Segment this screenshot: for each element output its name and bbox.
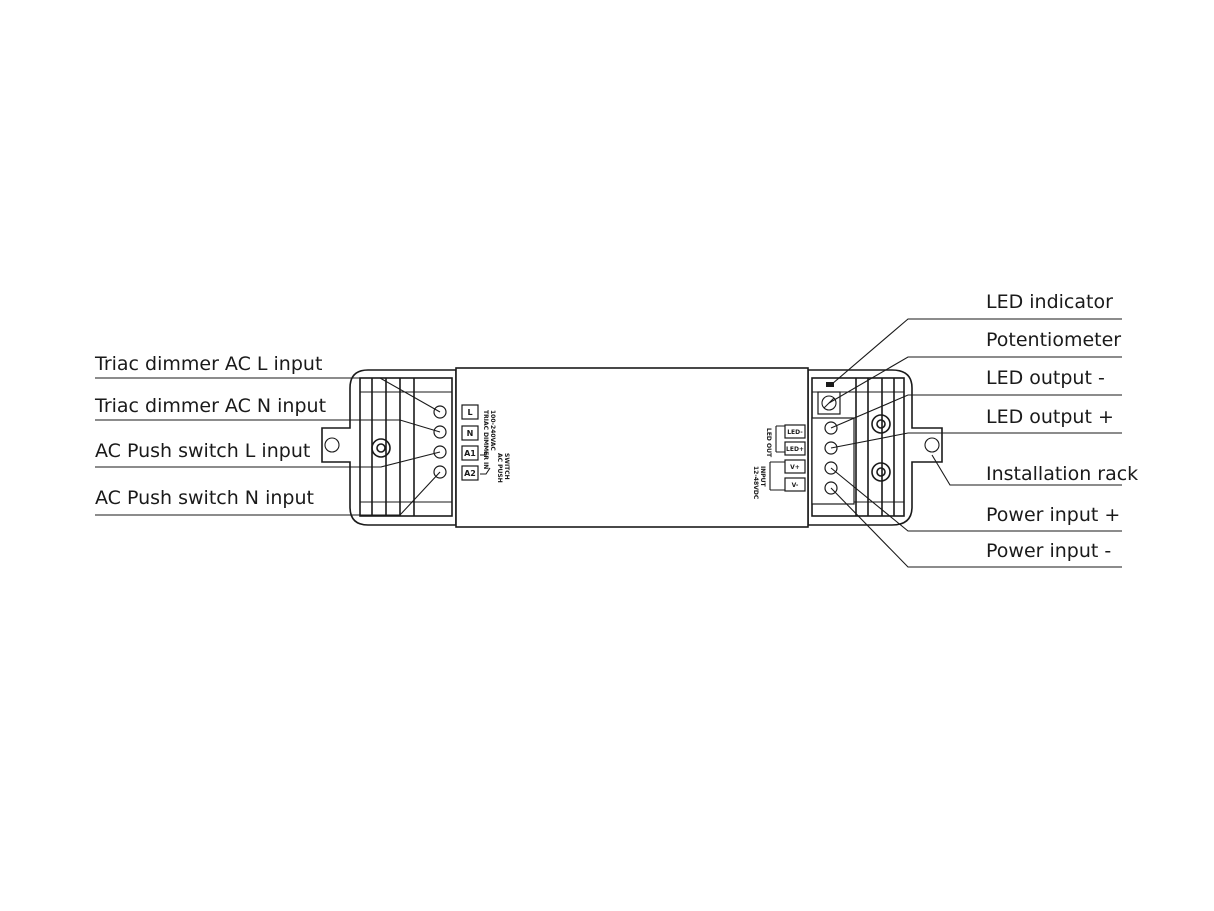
- label-ac-push: AC PUSH: [496, 453, 503, 483]
- callout-triac-l-input: Triac dimmer AC L input: [94, 353, 322, 375]
- right-rack-screw-bottom: [871, 462, 891, 482]
- callout-power-input-minus: Power input -: [986, 540, 1111, 562]
- label-l: L: [467, 408, 472, 417]
- label-100-240vac: 100-240VAC: [489, 410, 496, 451]
- device-housing: L N A1 A2 TRIAC DIMMER IN 100-240VAC AC …: [321, 367, 943, 528]
- callout-led-indicator: LED indicator: [986, 291, 1113, 313]
- label-v-plus: V+: [790, 464, 800, 471]
- right-leader-lines: [828, 318, 1122, 568]
- callout-installation-rack: Installation rack: [986, 463, 1138, 485]
- callout-push-switch-n-input: AC Push switch N input: [95, 487, 314, 509]
- callout-potentiometer: Potentiometer: [986, 329, 1121, 351]
- left-leader-lines: [95, 377, 441, 516]
- label-switch: SWITCH: [503, 453, 510, 480]
- left-rack-screw: [371, 438, 391, 458]
- label-led-minus: LED-: [787, 429, 803, 436]
- label-12-48vdc: 12-48VDC: [752, 466, 759, 500]
- label-a1: A1: [464, 449, 476, 458]
- led-indicator: [826, 382, 834, 387]
- left-end-cap: [321, 369, 457, 526]
- label-input: INPUT: [759, 466, 766, 488]
- label-led-out: LED OUT: [765, 428, 772, 458]
- label-a2: A2: [464, 469, 476, 478]
- callout-power-input-plus: Power input +: [986, 504, 1120, 526]
- callout-push-switch-l-input: AC Push switch L input: [95, 440, 310, 462]
- left-installation-rack: [359, 377, 453, 517]
- left-mounting-hole: [324, 437, 340, 453]
- label-led-plus: LED+: [786, 446, 804, 453]
- callout-triac-n-input: Triac dimmer AC N input: [94, 395, 326, 417]
- main-body: [455, 367, 809, 528]
- label-v-minus: V-: [792, 482, 799, 489]
- callout-led-output-minus: LED output -: [986, 367, 1105, 389]
- right-rack-screw-top: [871, 414, 891, 434]
- callout-led-output-plus: LED output +: [986, 406, 1114, 428]
- label-n: N: [467, 429, 474, 438]
- label-triac-dimmer-in: TRIAC DIMMER IN: [482, 410, 489, 469]
- left-terminal-labels: L N A1 A2: [461, 404, 491, 481]
- right-terminal-labels: LED- LED+ V+ V-: [769, 424, 806, 492]
- right-mounting-hole: [924, 437, 940, 453]
